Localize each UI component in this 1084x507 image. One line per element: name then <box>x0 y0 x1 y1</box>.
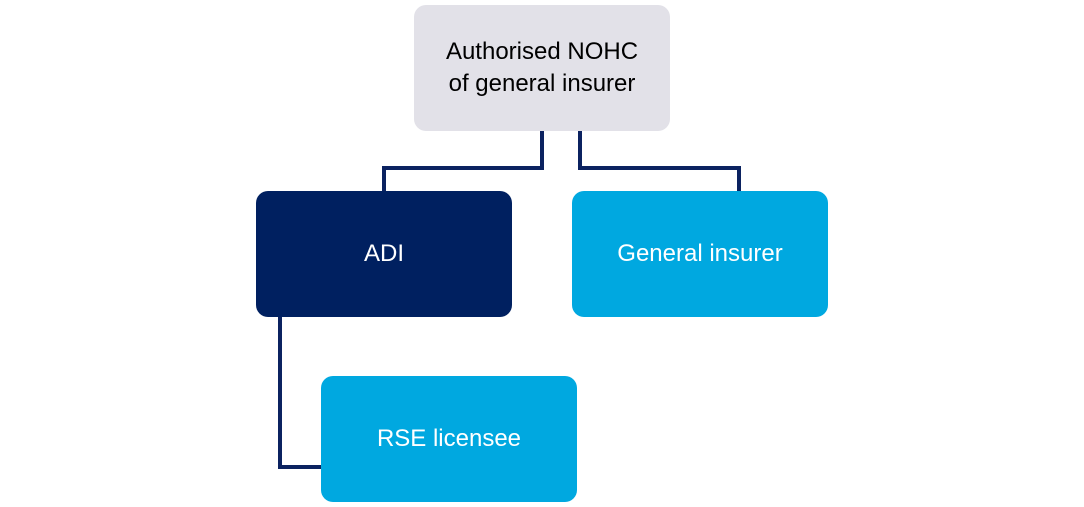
node-adi: ADI <box>256 191 512 317</box>
node-label-general-insurer: General insurer <box>617 240 783 267</box>
connector-nohc-to-adi <box>382 131 544 191</box>
node-label-rse-licensee: RSE licensee <box>376 425 522 452</box>
connector-nohc-to-general-insurer <box>578 131 741 191</box>
node-authorised-nohc: Authorised NOHC of general insurer <box>414 5 670 131</box>
node-general-insurer: General insurer <box>572 191 828 317</box>
connector-adi-to-rse-licensee <box>278 317 321 469</box>
node-rse-licensee: RSE licensee <box>321 376 577 502</box>
node-label-adi: ADI <box>363 240 404 267</box>
node-label-authorised-nohc: Authorised NOHC of general insurer <box>445 38 639 97</box>
